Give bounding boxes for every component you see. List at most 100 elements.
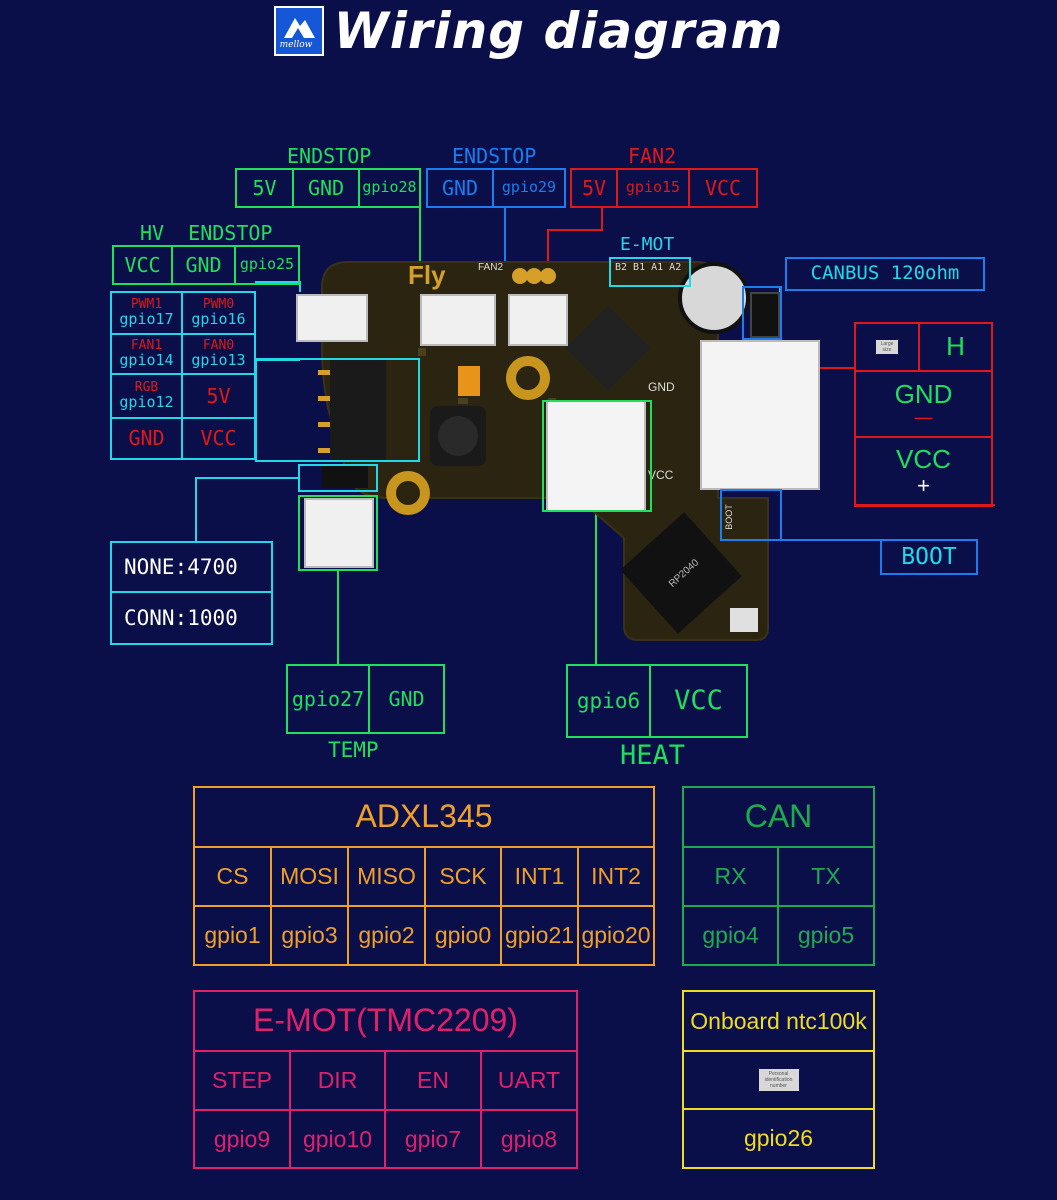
temp-pin-gnd: GND [388, 686, 425, 711]
adxl-header-cs: CS [195, 848, 272, 905]
header: mellow Wiring diagram [0, 0, 1057, 62]
power-plus-label: + [917, 472, 930, 498]
canbus-jumper [750, 292, 780, 338]
board-illustration [268, 261, 769, 641]
emot-value-dir: gpio10 [291, 1111, 386, 1167]
emot-value-uart: gpio8 [500, 1125, 558, 1152]
adxl-value-mosi: gpio3 [272, 907, 349, 964]
fan0-label: FAN0 [202, 338, 235, 354]
adxl-value-sck: gpio0 [426, 907, 502, 964]
hv-endstop-connector [296, 294, 368, 342]
can-value-rx: gpio4 [684, 907, 779, 964]
power-minus-label: — [914, 407, 933, 428]
power-h-cell: H [920, 324, 991, 372]
power-gnd-cell: GND — [856, 372, 991, 438]
fan0-cell: FAN0 gpio13 [183, 335, 254, 375]
temp-title: TEMP [328, 738, 379, 762]
heat-pin-vcc: VCC [674, 684, 723, 716]
heat-pin-gpio6: gpio6 [568, 666, 651, 736]
emot-header-en: EN [386, 1052, 482, 1111]
can-table: CAN RX TX gpio4 gpio5 [682, 786, 875, 966]
endstop-1-pin-gnd: GND [294, 170, 360, 206]
heat-connector-callout [542, 400, 652, 512]
pwm1-gpio: gpio17 [119, 309, 174, 328]
endstop-1-title: ENDSTOP [287, 144, 372, 168]
endstop-2-pin-gpio29: gpio29 [501, 178, 557, 197]
canbus-callout [742, 286, 782, 340]
can-title: CAN [684, 788, 873, 848]
boot-label: BOOT [880, 539, 978, 575]
emot-value-step: gpio9 [195, 1111, 291, 1167]
power-gnd-label: GND [894, 378, 953, 409]
temp-pin-gpio27: gpio27 [288, 666, 370, 732]
pullup-none: NONE:4700 [112, 543, 271, 593]
adxl-value-miso: gpio2 [349, 907, 426, 964]
ntc-table: Onboard ntc100k Personal identification … [682, 990, 875, 1169]
fan2-pin-5v: 5V [572, 170, 618, 206]
emot-table: E-MOT(TMC2209) STEP DIR EN UART gpio9 gp… [193, 990, 578, 1169]
adxl-value-int1: gpio21 [502, 907, 579, 964]
power-badge-cell: Large size [856, 324, 920, 372]
5v-cell: 5V [183, 375, 254, 419]
endstop-1-pin-gpio28: gpio28 [362, 178, 417, 197]
pwm1-label: PWM1 [130, 297, 163, 313]
endstop-1-pin-5v: 5V [237, 170, 294, 206]
adxl-header-int1: INT1 [502, 848, 579, 905]
can-value-tx: gpio5 [797, 922, 855, 949]
endstop-connector-1 [420, 294, 496, 346]
temp-box: gpio27 GND [286, 664, 445, 734]
adxl-header-miso: MISO [349, 848, 426, 905]
power-vcc-label: VCC [896, 444, 951, 475]
can-header-tx: TX [779, 848, 873, 907]
temp-connector-callout [298, 495, 378, 571]
hv-endstop-pin-gpio25: gpio25 [239, 255, 295, 274]
page-title: Wiring diagram [333, 2, 784, 60]
emot-board-title: E-MOT [620, 234, 675, 255]
hv-endstop-title: HV ENDSTOP [140, 221, 273, 245]
pwm0-gpio: gpio16 [191, 309, 246, 328]
emot-header-step: STEP [195, 1052, 291, 1111]
adxl-value-int2: gpio20 [581, 922, 651, 949]
emot-board-box [609, 257, 691, 287]
ntc-value: gpio26 [743, 1125, 814, 1152]
pullup-box: NONE:4700 CONN:1000 [110, 541, 273, 645]
adxl-value-cs: gpio1 [195, 907, 272, 964]
ntc-badge: Personal identification number [758, 1069, 799, 1091]
board-fan-silk: FAN2 [478, 262, 504, 273]
mellow-logo: mellow [273, 6, 324, 56]
logo-text: mellow [279, 40, 313, 50]
board-vcc-silk: VCC [648, 468, 674, 482]
ntc-title: Onboard ntc100k [684, 992, 873, 1052]
endstop-2-title: ENDSTOP [452, 144, 537, 168]
mountain-icon [283, 18, 315, 38]
hv-endstop-pin-vcc: VCC [114, 247, 173, 283]
endstop-connector-2 [508, 294, 568, 346]
fan2-title: FAN2 [628, 144, 677, 168]
power-connector [700, 340, 820, 490]
temp-connector [304, 498, 374, 568]
fan0-gpio: gpio13 [191, 350, 246, 369]
board-gnd-silk: GND [648, 380, 675, 394]
hv-endstop-pin-gnd: GND [173, 247, 236, 283]
heat-box: gpio6 VCC [566, 664, 748, 738]
fan1-gpio: gpio14 [119, 350, 174, 369]
pwm1-cell: PWM1 gpio17 [112, 293, 183, 335]
emot-board-pins: B2 B1 A1 A2 [615, 262, 682, 273]
fan1-cell: FAN1 gpio14 [112, 335, 183, 375]
pullup-jumper-callout [298, 464, 378, 492]
hv-endstop-box: VCC GND gpio25 [112, 245, 300, 285]
fan2-pin-gpio15: gpio15 [618, 170, 690, 206]
gnd-cell: GND [112, 419, 183, 458]
fan2-pin-vcc: VCC [704, 175, 742, 200]
adxl-header-mosi: MOSI [272, 848, 349, 905]
board-name: Fly [408, 260, 446, 290]
adxl-header-row: CS MOSI MISO SCK INT1 INT2 [195, 848, 653, 907]
fan2-box: 5V gpio15 VCC [570, 168, 758, 208]
pullup-conn: CONN:1000 [124, 605, 238, 630]
canbus-label: CANBUS 120ohm [785, 257, 985, 291]
power-badge: Large size [876, 340, 898, 354]
adxl-title: ADXL345 [195, 788, 653, 848]
power-block: Large size H GND — VCC + [854, 322, 993, 507]
ntc-badge-cell: Personal identification number [684, 1052, 873, 1110]
emot-value-en: gpio7 [386, 1111, 482, 1167]
